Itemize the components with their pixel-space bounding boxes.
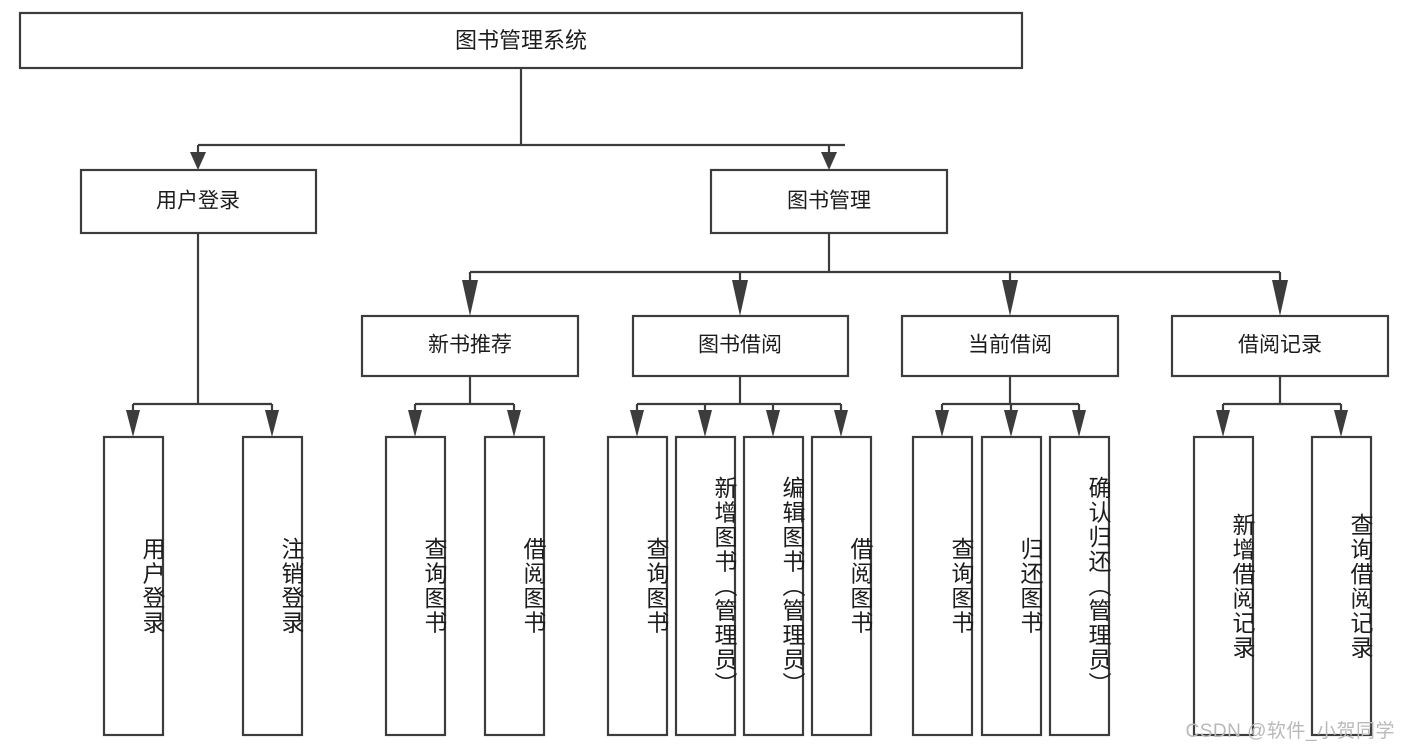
node-leaf-bookborrow-4[interactable]: [810, 435, 873, 737]
arrow-head-cb-leaf-1: [935, 410, 949, 437]
arrow-head-cb-leaf-2: [1004, 410, 1018, 437]
arrow-head-new-book: [462, 280, 478, 316]
node-layer: 图书管理系统 用户登录 图书管理 新书推荐 图书借阅 当前借阅 借阅记录: [18, 11, 1390, 737]
arrow-head-bb-leaf-1: [630, 410, 644, 437]
watermark-text: CSDN @软件_小贺同学: [1185, 721, 1395, 742]
arrow-head-nb-leaf-2: [507, 410, 521, 437]
node-book-borrow[interactable]: [631, 314, 850, 378]
node-leaf-newbook-1[interactable]: [384, 435, 447, 737]
arrow-head-user-login: [190, 152, 206, 170]
node-user-login[interactable]: [79, 168, 318, 235]
node-book-manage[interactable]: [709, 168, 949, 235]
arrow-head-book-manage: [821, 152, 837, 170]
node-borrow-record[interactable]: [1170, 314, 1390, 378]
arrow-head-bb-leaf-2: [698, 410, 712, 437]
node-root-system-label: 图书管理系统: [455, 28, 587, 53]
arrow-head-br-leaf-2: [1334, 410, 1348, 437]
node-borrow-record-label: 借阅记录: [1238, 334, 1322, 357]
arrow-head-current-borrow: [1002, 280, 1018, 316]
node-leaf-user-login-2[interactable]: [241, 435, 304, 737]
connector-layer: [126, 68, 1348, 437]
node-current-borrow-label: 当前借阅: [968, 334, 1052, 357]
node-root-system[interactable]: [18, 11, 1024, 70]
arrow-head-cb-leaf-3: [1072, 410, 1086, 437]
node-leaf-currentborrow-1[interactable]: [911, 435, 974, 737]
node-current-borrow[interactable]: [900, 314, 1120, 378]
arrow-head-ul-leaf-1: [126, 410, 140, 437]
node-leaf-currentborrow-3[interactable]: [1048, 435, 1111, 737]
arrow-head-nb-leaf-1: [408, 410, 422, 437]
arrow-head-bb-leaf-4: [834, 410, 848, 437]
node-new-book-recommend-label: 新书推荐: [428, 334, 512, 357]
arrow-head-book-borrow: [732, 280, 748, 316]
node-leaf-currentborrow-2[interactable]: [980, 435, 1043, 737]
node-leaf-bookborrow-1[interactable]: [606, 435, 669, 737]
arrow-head-ul-leaf-2: [265, 410, 279, 437]
arrow-head-br-leaf-1: [1216, 410, 1230, 437]
node-leaf-bookborrow-3[interactable]: [742, 435, 805, 737]
node-leaf-bookborrow-2[interactable]: [674, 435, 737, 737]
arrow-head-bb-leaf-3: [766, 410, 780, 437]
node-leaf-user-login-1[interactable]: [102, 435, 165, 737]
node-leaf-borrowrecord-2[interactable]: [1310, 435, 1373, 737]
node-new-book-recommend[interactable]: [360, 314, 580, 378]
node-leaf-borrowrecord-1[interactable]: [1192, 435, 1255, 737]
node-user-login-label: 用户登录: [156, 190, 240, 213]
node-book-manage-label: 图书管理: [787, 190, 871, 213]
arrow-head-borrow-record: [1272, 280, 1288, 316]
node-book-borrow-label: 图书借阅: [698, 334, 782, 357]
node-leaf-newbook-2[interactable]: [483, 435, 546, 737]
